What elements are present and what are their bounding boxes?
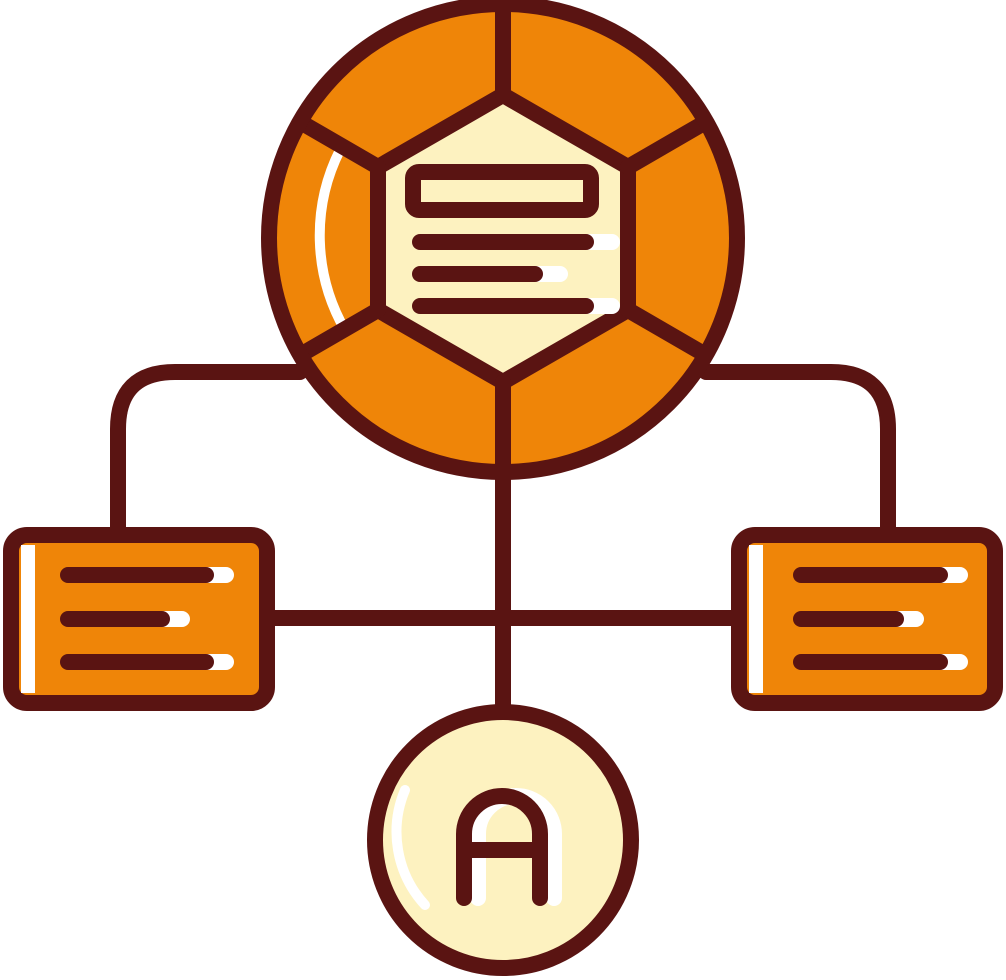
document-icon	[405, 164, 620, 314]
left-box-highlight	[21, 545, 35, 693]
right-box-highlight	[749, 545, 763, 693]
hub-circle	[261, 0, 745, 480]
connector-lines	[110, 364, 896, 720]
hub-spokes	[294, 0, 712, 478]
left-connector	[110, 364, 308, 538]
document-text-lines	[412, 234, 620, 314]
hub-highlight	[314, 145, 350, 335]
document-title-box	[405, 164, 599, 218]
left-box-text-lines	[60, 567, 234, 670]
letter-node	[367, 704, 639, 976]
right-document-box	[731, 527, 1003, 711]
hub-outline	[261, 0, 745, 480]
right-connector	[698, 364, 896, 538]
letter-node-highlight	[391, 785, 430, 910]
left-document-box	[3, 527, 275, 711]
right-box-text-lines	[793, 567, 968, 670]
letter-a-glyph	[456, 788, 548, 906]
letter-a-icon	[456, 788, 562, 906]
letter-node-circle	[367, 704, 639, 976]
